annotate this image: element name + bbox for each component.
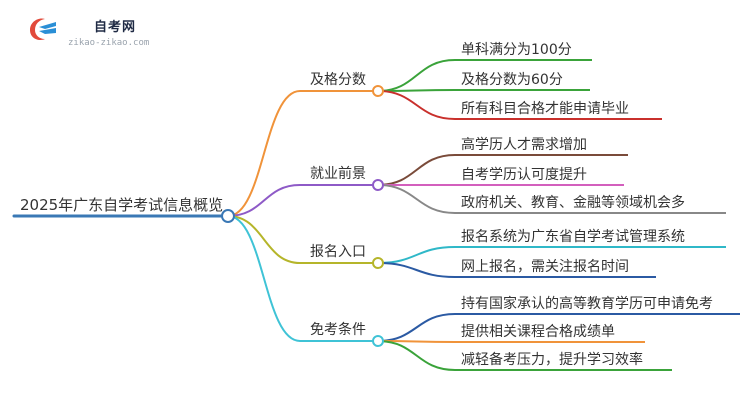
leaf-connector	[377, 89, 456, 92]
branch-connector	[227, 215, 301, 342]
leaf-connector	[377, 313, 456, 342]
branch-label[interactable]: 及格分数	[310, 72, 366, 88]
leaf-label[interactable]: 持有国家承认的高等教育学历可申请免考	[461, 295, 713, 312]
logo-name: 自考网	[94, 20, 137, 35]
branch-label[interactable]: 报名入口	[310, 244, 366, 260]
leaf-connector	[377, 59, 456, 92]
leaf-connector	[377, 262, 456, 278]
branch-label[interactable]: 免考条件	[310, 321, 366, 338]
leaf-label[interactable]: 政府机关、教育、金融等领域机会多	[461, 194, 685, 211]
branch-label[interactable]: 就业前景	[310, 165, 366, 182]
leaf-label[interactable]: 所有科目合格才能申请毕业	[461, 101, 629, 117]
leaf-label[interactable]: 单科满分为100分	[461, 42, 572, 58]
branch-connector	[227, 215, 301, 264]
leaf-connector	[377, 154, 456, 186]
leaf-label[interactable]: 报名系统为广东省自学考试管理系统	[461, 229, 685, 245]
root-node[interactable]	[221, 209, 235, 223]
leaf-label[interactable]: 网上报名，需关注报名时间	[461, 259, 629, 275]
branch-connector	[227, 90, 301, 217]
leaf-label[interactable]: 自考学历认可度提升	[461, 167, 587, 183]
branch-node[interactable]	[372, 179, 384, 191]
branch-node[interactable]	[372, 257, 384, 269]
leaf-connector	[377, 184, 456, 214]
logo-mark-icon	[30, 18, 56, 40]
leaf-label[interactable]: 及格分数为60分	[461, 72, 563, 88]
leaf-connector	[377, 90, 456, 120]
leaf-label[interactable]: 减轻备考压力，提升学习效率	[461, 351, 643, 368]
branch-connector	[227, 184, 301, 217]
leaf-label[interactable]: 高学历人才需求增加	[461, 136, 587, 153]
leaf-connector	[377, 246, 456, 264]
logo-url: zikao-zikao.com	[68, 38, 150, 48]
root-label: 2025年广东自学考试信息概览	[20, 196, 223, 214]
site-logo[interactable]: 自考网 zikao-zikao.com	[26, 14, 186, 54]
leaf-label[interactable]: 提供相关课程合格成绩单	[461, 324, 615, 340]
leaf-connector	[377, 340, 456, 371]
branch-node[interactable]	[372, 335, 384, 347]
branch-node[interactable]	[372, 85, 384, 97]
